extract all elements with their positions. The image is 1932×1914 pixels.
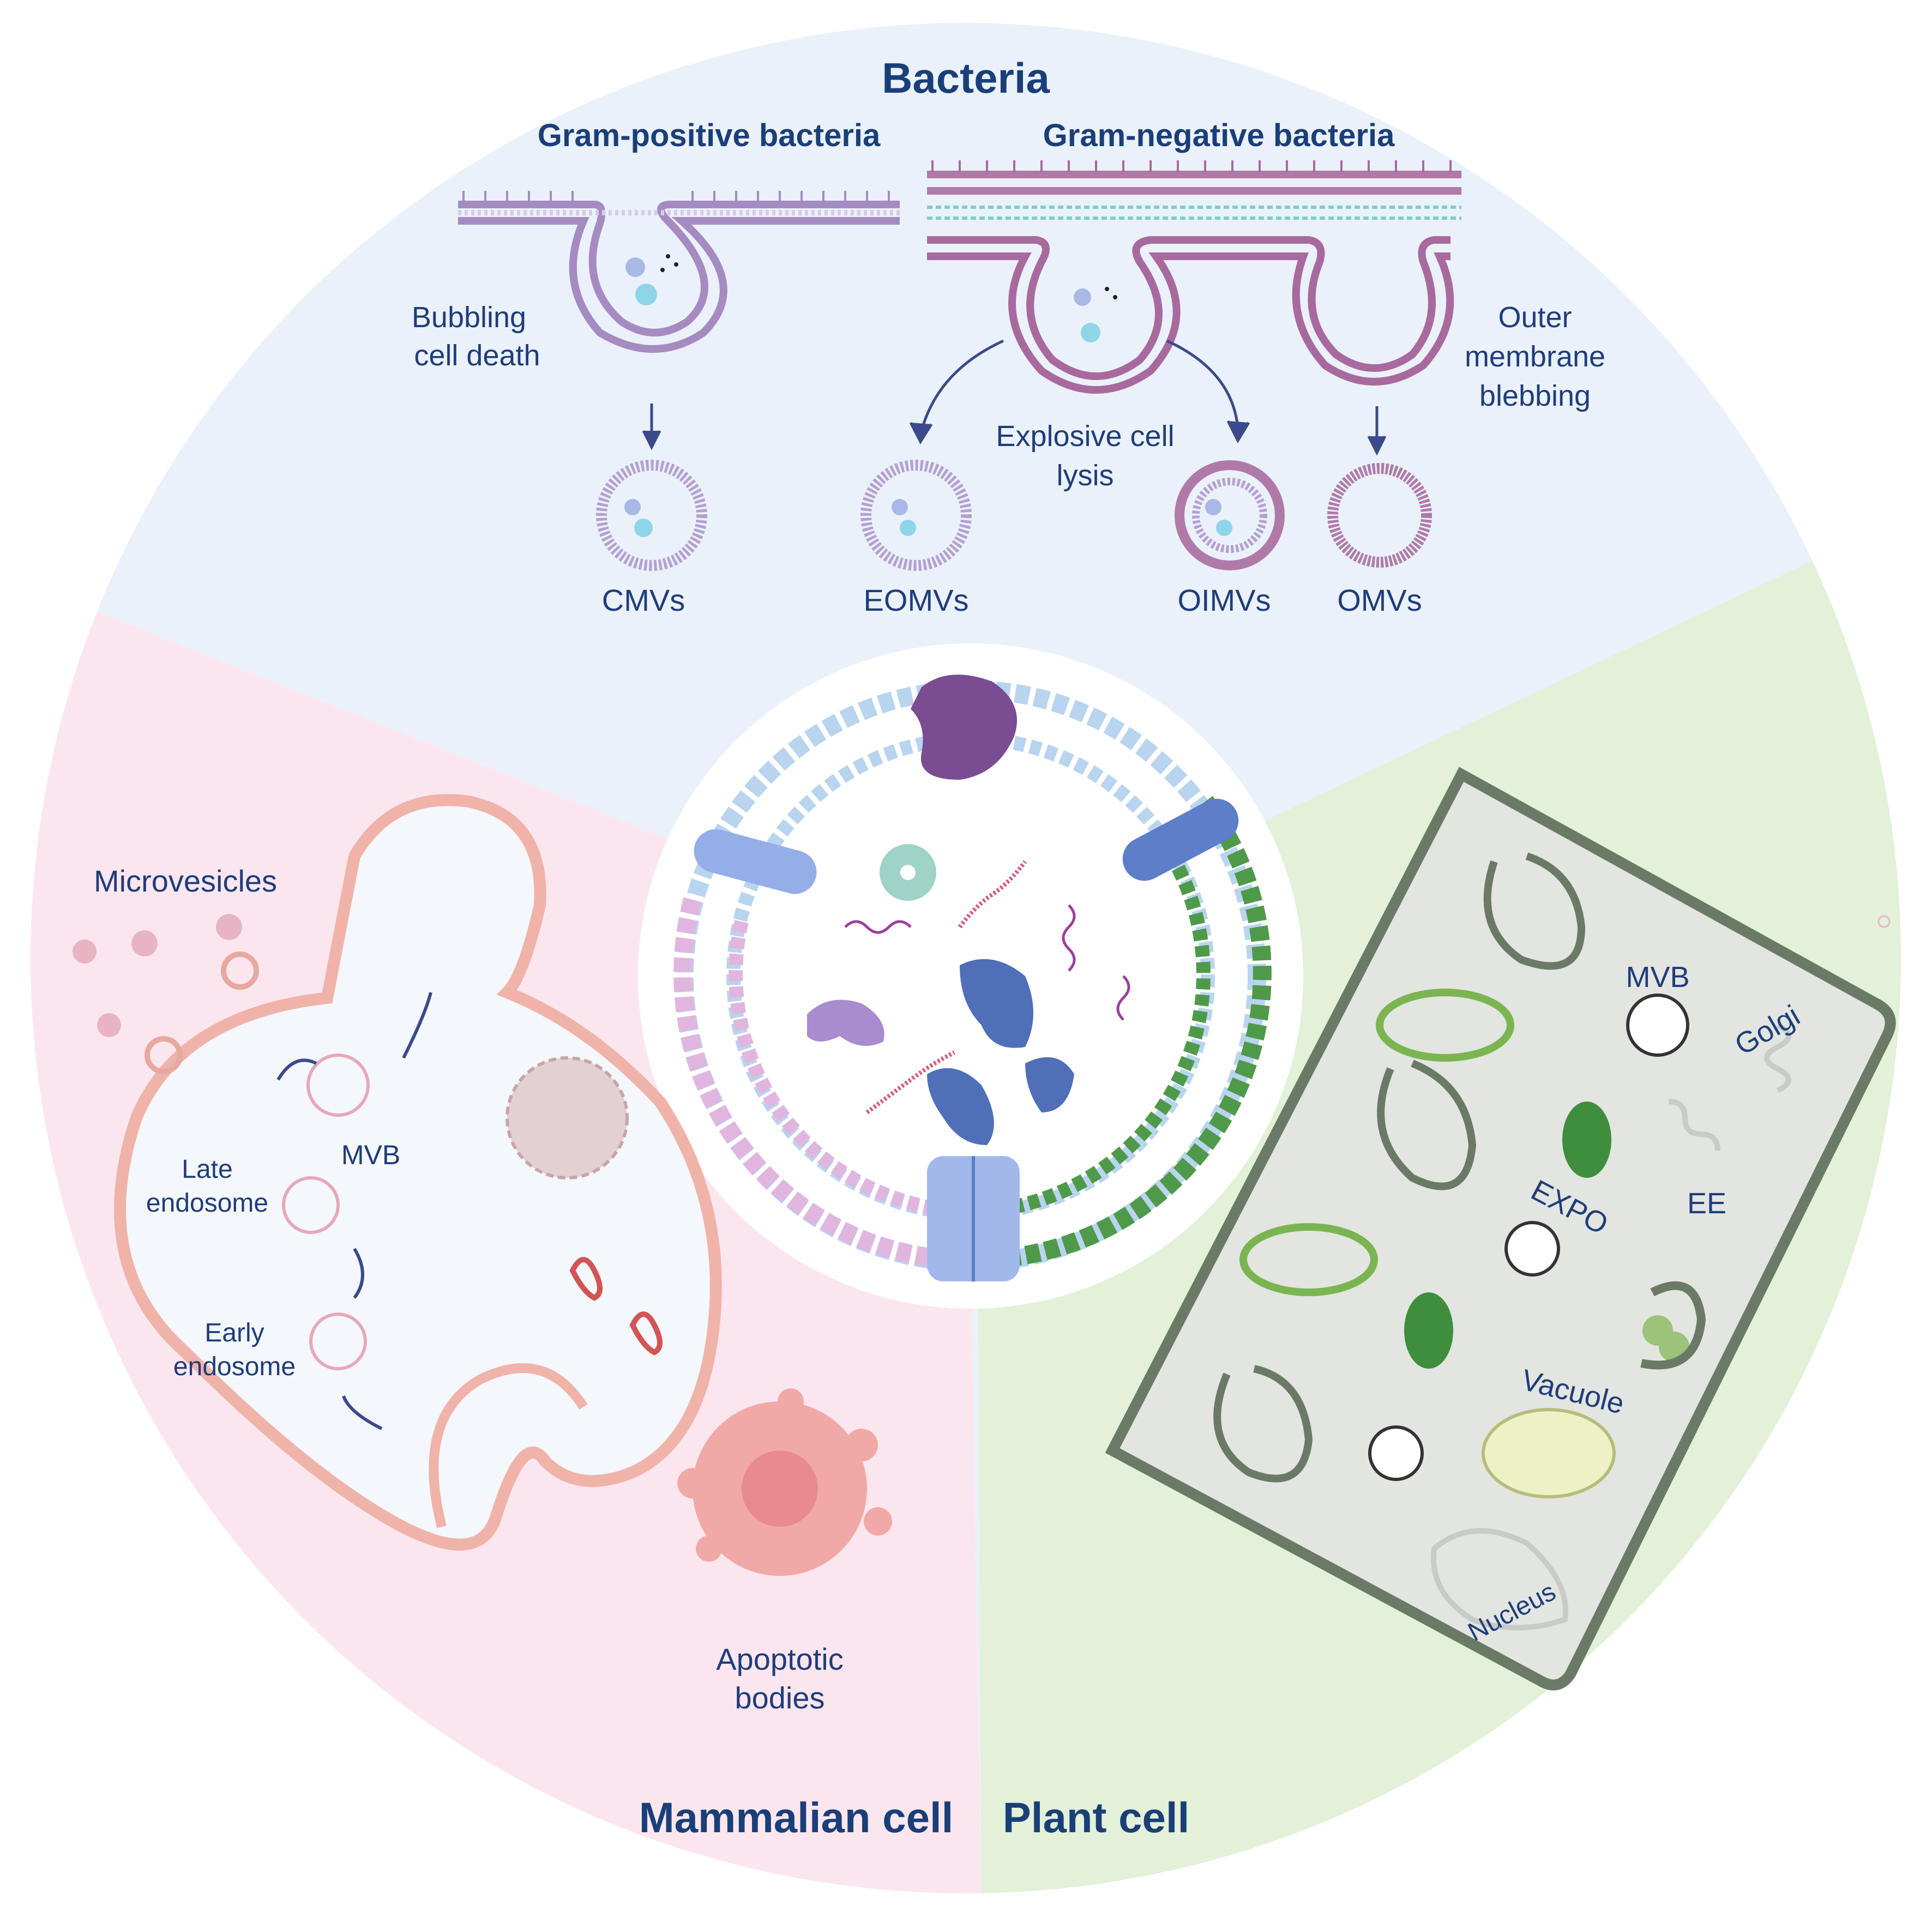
gram-negative-label: Gram-negative bacteria bbox=[1043, 118, 1395, 153]
apoptotic-line2: bodies bbox=[735, 1681, 824, 1715]
bubbling-label-line2: cell death bbox=[414, 339, 540, 372]
bacterial-vesicles bbox=[596, 460, 1432, 571]
gram-positive-membrane bbox=[458, 191, 900, 353]
plant-title: Plant cell bbox=[1003, 1793, 1189, 1841]
vesicle-label-oimvs: OIMVs bbox=[1177, 583, 1271, 617]
gram-positive-label: Gram-positive bacteria bbox=[538, 118, 881, 153]
mammalian-mvb-label: MVB bbox=[341, 1140, 400, 1170]
bacteria-title: Bacteria bbox=[882, 54, 1050, 102]
mammalian-title: Mammalian cell bbox=[639, 1793, 954, 1841]
early-endosome-line2: endosome bbox=[173, 1352, 296, 1381]
early-endosome-line1: Early bbox=[204, 1319, 264, 1347]
gram-negative-membrane bbox=[927, 160, 1461, 394]
late-endosome-line1: Late bbox=[182, 1155, 232, 1184]
late-endosome-line2: endosome bbox=[146, 1189, 268, 1218]
outer-blebbing-line3: blebbing bbox=[1479, 380, 1591, 412]
central-extracellular-vesicle bbox=[638, 643, 1303, 1309]
outer-blebbing-line2: membrane bbox=[1465, 340, 1605, 373]
bacteria-section: Bacteria Gram-positive bacteria Gram-neg… bbox=[412, 54, 1605, 617]
ee-label: EE bbox=[1687, 1187, 1726, 1220]
microvesicles-label: Microvesicles bbox=[94, 864, 277, 898]
bacteria-arrows bbox=[642, 339, 1387, 456]
vesicle-label-omvs: OMVs bbox=[1337, 583, 1422, 617]
outer-blebbing-line1: Outer bbox=[1498, 301, 1572, 334]
plant-section: MVB Golgi EE EXPO Vacuole Nucleus Plant … bbox=[1003, 767, 1896, 1841]
vesicle-label-cmvs: CMVs bbox=[602, 583, 685, 617]
explosive-line2: lysis bbox=[1057, 459, 1114, 492]
apoptotic-line1: Apoptotic bbox=[716, 1642, 844, 1676]
mammalian-section: Microvesicles MVB Late endosome Early en… bbox=[73, 794, 954, 1841]
plant-mvb-label: MVB bbox=[1626, 961, 1689, 994]
explosive-line1: Explosive cell bbox=[996, 420, 1174, 453]
vesicle-label-eomvs: EOMVs bbox=[864, 583, 969, 617]
bubbling-label-line1: Bubbling bbox=[412, 301, 526, 334]
